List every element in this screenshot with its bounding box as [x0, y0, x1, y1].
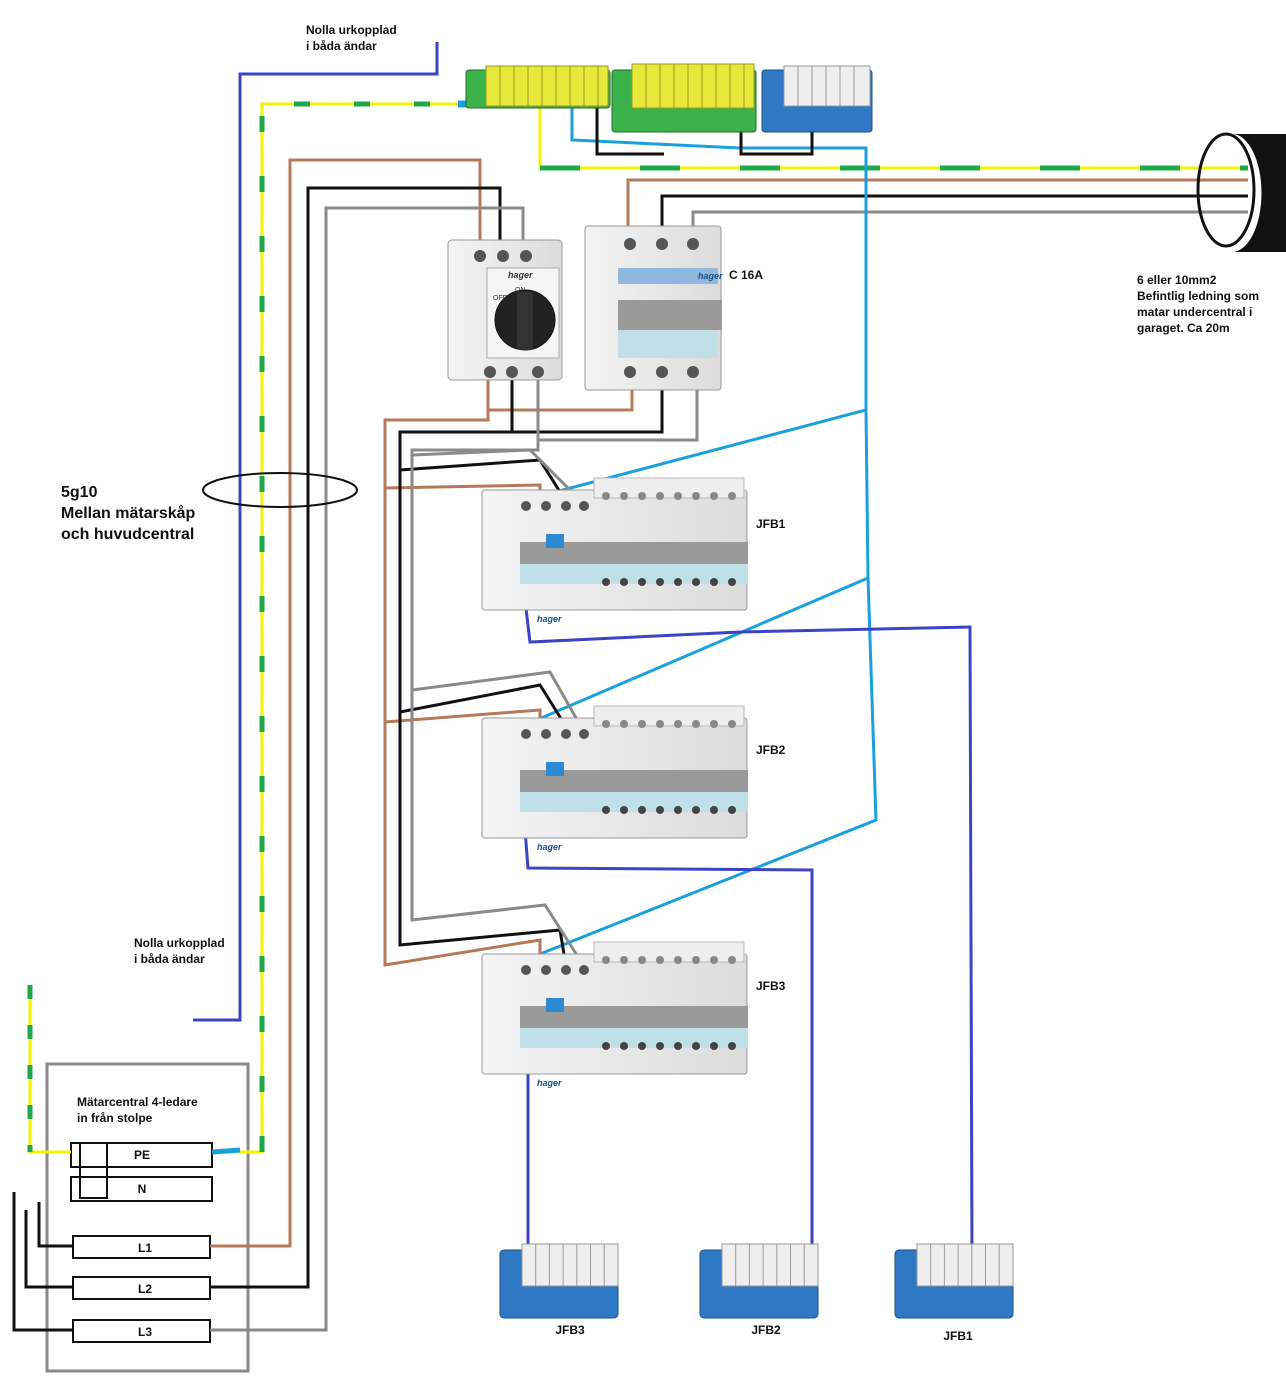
switch-off-label: OFF: [493, 295, 507, 302]
feeder-cable-label: 5g10 Mellan mätarskåp och huvudcentral: [61, 484, 196, 543]
l2-terminal-label: L2: [138, 1282, 152, 1296]
incoming-service-wires: [12, 985, 73, 1332]
breaker-brand: hager: [698, 271, 723, 281]
neutral-block: [499, 1243, 619, 1319]
main-switch: hager ON OFF: [447, 239, 563, 381]
rcbo-brand: hager: [537, 614, 562, 624]
neutral-disconnected-bottom-label: Nolla urkopplad i båda ändar: [134, 936, 225, 966]
l3-terminal-label: L3: [138, 1325, 152, 1339]
rcbo-neutral-outputs: [523, 599, 974, 1256]
neutral-terminal-block-top: [761, 65, 873, 133]
breaker-rating-label: C 16A: [729, 268, 763, 282]
n-terminal-label: N: [138, 1182, 147, 1196]
garage-cable: [538, 108, 1286, 252]
rcbo-label-jfb2: JFB2: [756, 743, 786, 757]
rcbo-group: hager: [481, 705, 748, 852]
rcbo-label-jfb3: JFB3: [756, 979, 786, 993]
pe-terminal-block-2: [611, 63, 757, 133]
neutral-block-label: JFB1: [943, 1329, 973, 1343]
rcbo-brand: hager: [537, 1078, 562, 1088]
feeder-5g10: [193, 42, 525, 1332]
neutral-blocks: JFB3 JFB2 JFB1: [499, 1243, 1014, 1343]
existing-cable-label: 6 eller 10mm2 Befintlig ledning som mata…: [1137, 273, 1259, 335]
rcbo-brand: hager: [537, 842, 562, 852]
pe-terminal-label: PE: [134, 1148, 150, 1162]
pe-terminal: [70, 1142, 213, 1168]
rcbo-group: hager: [481, 477, 748, 624]
neutral-block: [894, 1243, 1014, 1319]
switch-on-label: ON: [515, 287, 526, 294]
pe-terminal-block-1: [465, 65, 611, 109]
c16a-breaker: hager: [584, 225, 723, 391]
cable-bundle-marker: [202, 472, 358, 508]
l1-terminal-label: L1: [138, 1241, 152, 1255]
neutral-block-label: JFB2: [751, 1323, 781, 1337]
neutral-block: [699, 1243, 819, 1319]
light-blue-neutral-wiring: [524, 108, 878, 962]
switch-brand: hager: [508, 270, 533, 280]
garage-cable-marker: [1196, 132, 1256, 248]
neutral-block-label: JFB3: [555, 1323, 585, 1337]
rcbo-group: hager: [481, 941, 748, 1088]
meter-cabinet-label: Mätarcentral 4-ledare in från stolpe: [77, 1095, 198, 1125]
neutral-disconnected-top-label: Nolla urkopplad i båda ändar: [306, 23, 397, 53]
rcbo-label-jfb1: JFB1: [756, 517, 786, 531]
